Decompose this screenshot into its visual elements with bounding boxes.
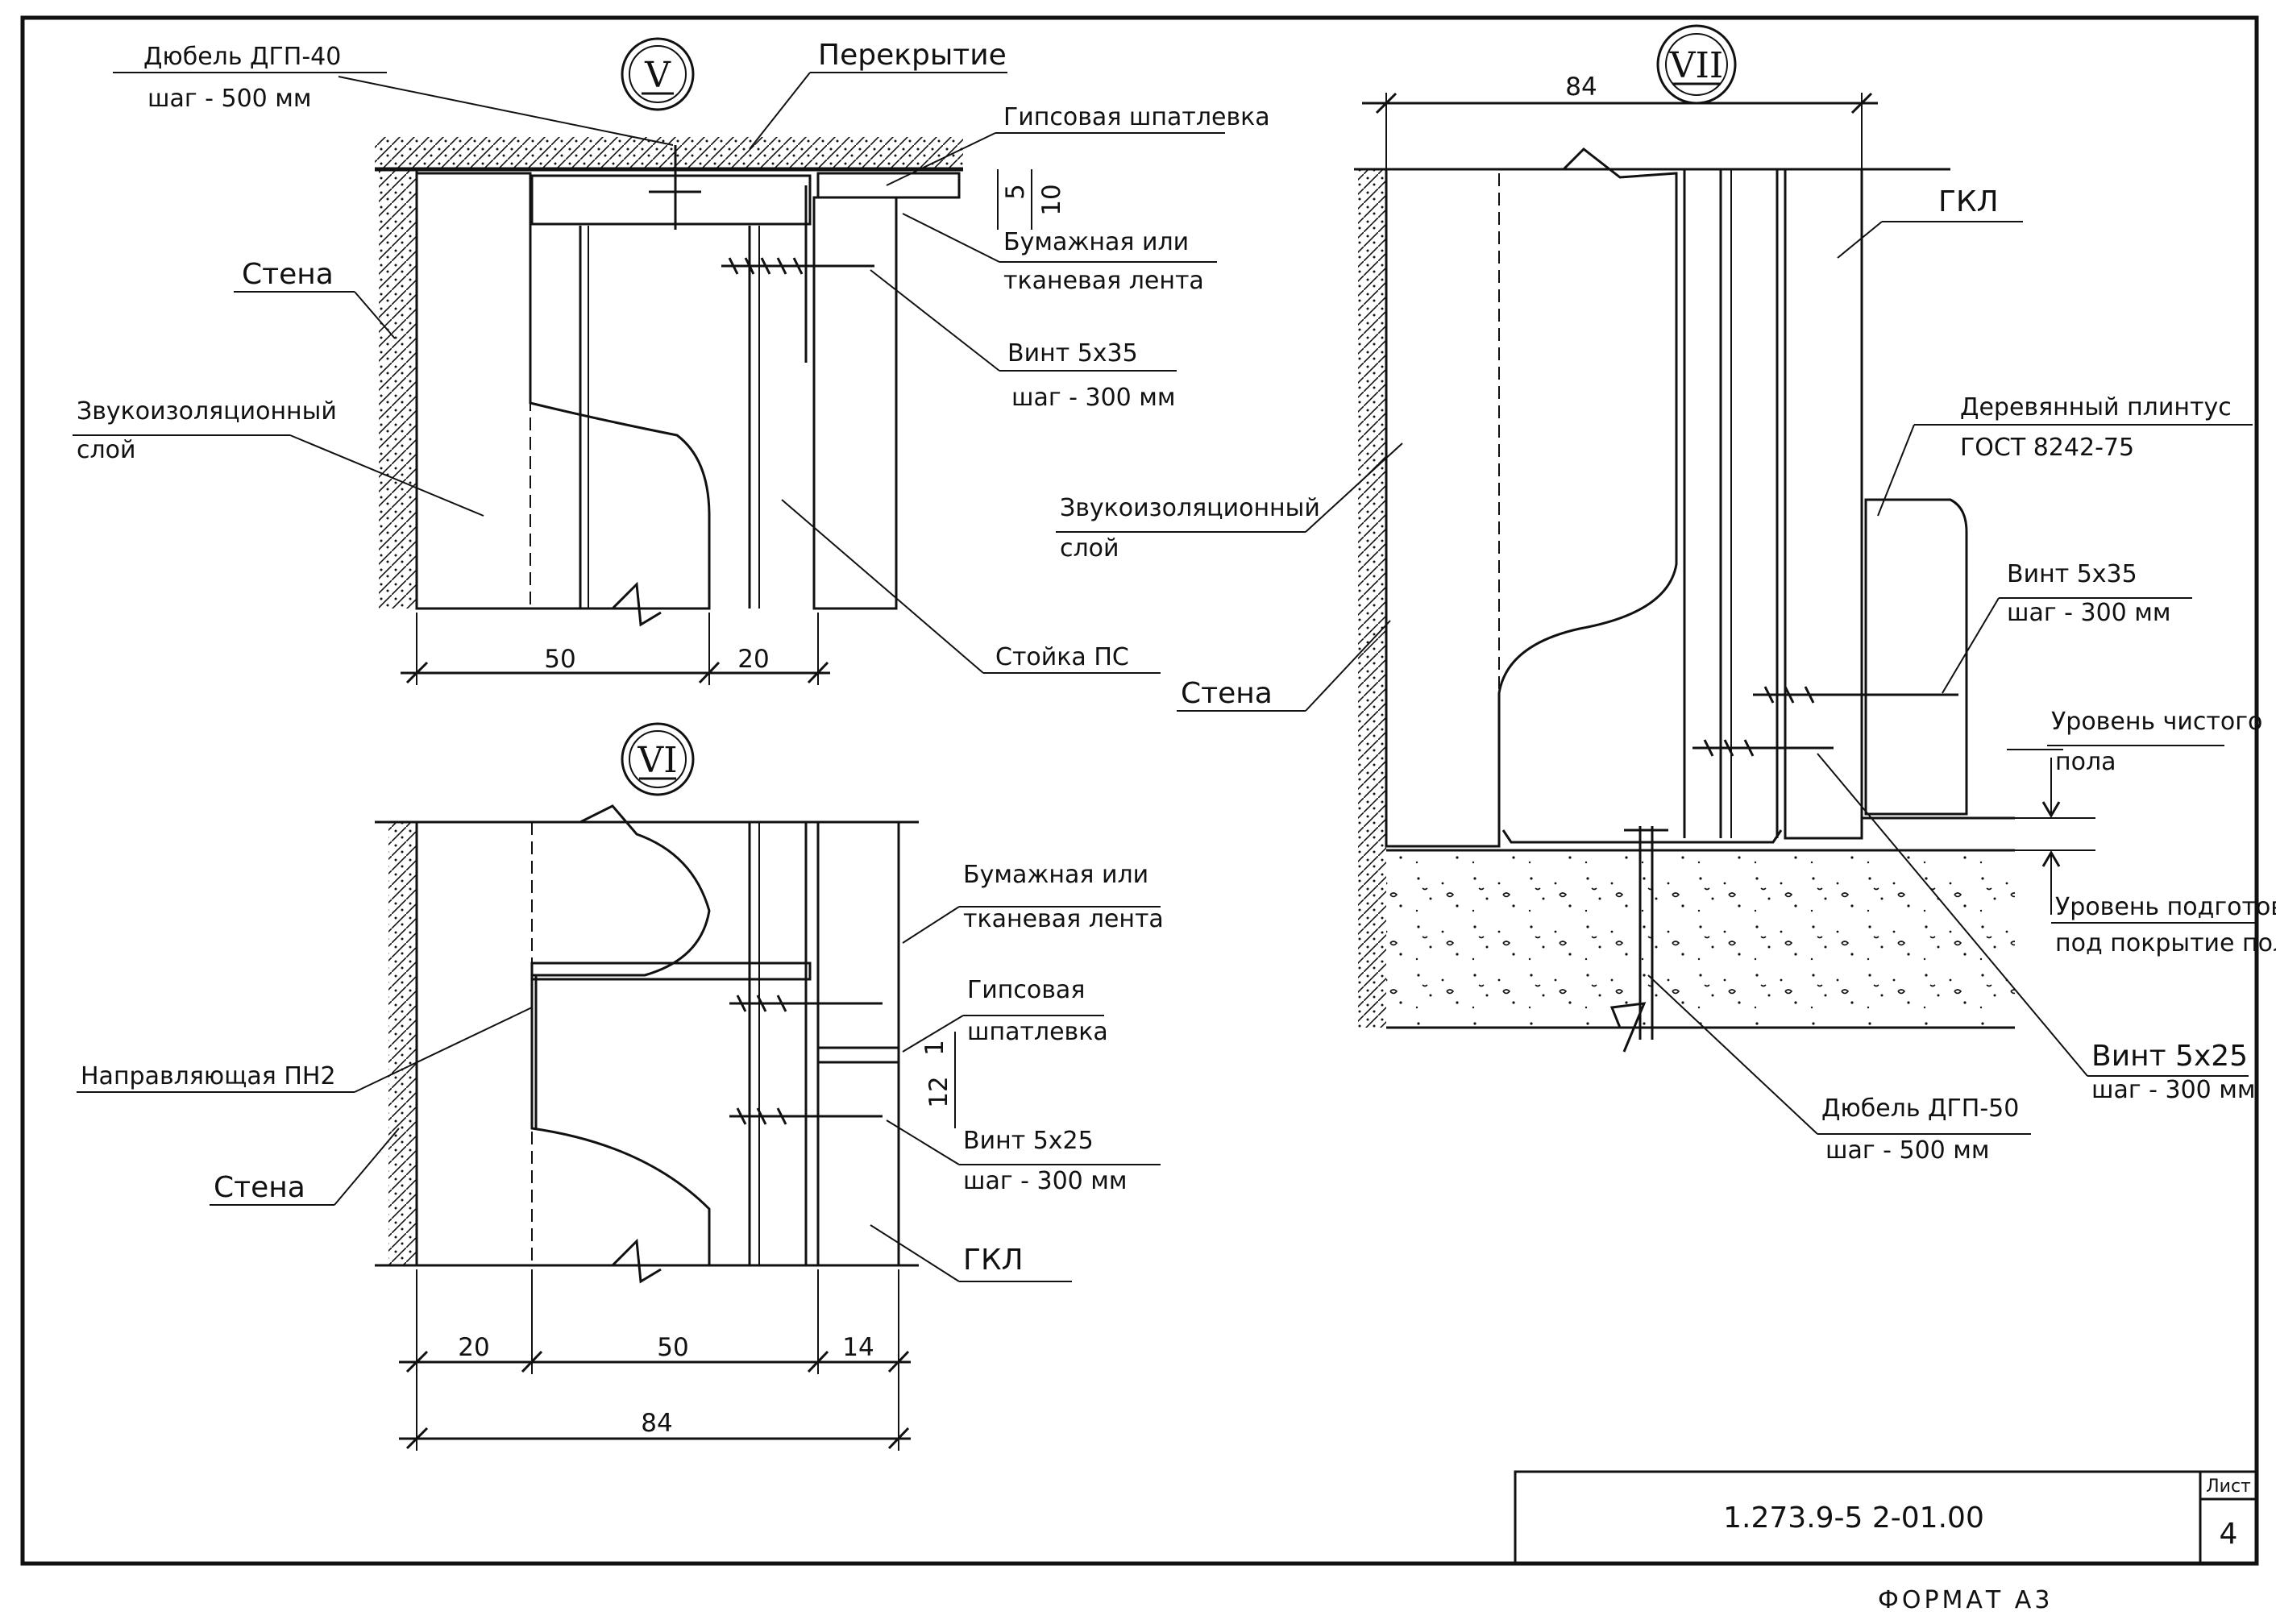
node-6-tape-label: Бумажная или [963, 861, 1148, 889]
node-7-guide [1501, 829, 1783, 844]
node-7-insulation-label-2: слой [1060, 534, 1119, 563]
node-5-dowel [649, 145, 701, 230]
node-6-dim-1: 1 [920, 1040, 949, 1056]
sheet-number: 4 [2220, 1518, 2238, 1551]
node-5-screw-label: Винт 5х35 [1007, 339, 1138, 368]
node-7-screw35-label: Винт 5х35 [2007, 560, 2137, 588]
node-5-slab-label: Перекрытие [818, 39, 1007, 72]
node-7-floor-slab [1386, 850, 2015, 1028]
node-6-wall-label: Стена [214, 1171, 305, 1204]
node-7-wall-label: Стена [1181, 677, 1273, 710]
node-5-screw-step: шаг - 300 мм [1011, 384, 1176, 412]
node-7-plinth-label: Деревянный плинтус [1960, 393, 2232, 422]
node-7-prep-level-label-2: под покрытие пола [2055, 929, 2276, 957]
node-5-gkl [812, 196, 898, 610]
node-5-tape-label-2: тканевая лента [1003, 267, 1204, 295]
node-5-dim-10: 10 [1037, 184, 1066, 215]
node-6-screw-lower [729, 1107, 883, 1125]
node-5-marker: V [644, 55, 671, 96]
node-5-insulation-label: Звукоизоляционный [77, 397, 337, 426]
node-5-insulation-label-2: слой [77, 436, 136, 464]
node-5-stud [530, 174, 812, 226]
drawing-code: 1.273.9-5 2-01.00 [1723, 1501, 1984, 1535]
node-5-marker-circle [621, 37, 695, 111]
node-5-dim-5: 5 [1001, 184, 1030, 200]
node-6-marker-circle [621, 722, 695, 796]
node-5-dim-50: 50 [544, 645, 575, 674]
node-7-wall [1358, 169, 1386, 1028]
node-7-screw25-label: Винт 5х25 [2091, 1040, 2248, 1073]
node-6-marker: VI [637, 740, 677, 781]
node-6-putty-label-2: шпатлевка [967, 1018, 1108, 1046]
node-7-detail: VII 84 [1056, 24, 2276, 1165]
node-6-detail: VI 20 50 14 84 1 12 [77, 722, 1164, 1451]
sheet-border [20, 15, 2259, 1566]
node-7-plinth-gost: ГОСТ 8242-75 [1960, 434, 2134, 462]
node-7-screw-25 [1692, 739, 1834, 757]
node-7-screw-35 [1753, 686, 1958, 704]
node-5-wall-label: Стена [242, 258, 334, 291]
node-5-detail: V 50 20 5 10 [73, 37, 1270, 685]
node-7-insulation [1385, 147, 1678, 848]
node-5-dim-20: 20 [737, 645, 769, 674]
node-5-slab [375, 137, 963, 169]
node-6-screw-label: Винт 5х25 [963, 1127, 1094, 1155]
node-7-insulation-label: Звукоизоляционный [1060, 494, 1320, 522]
format-label: ФОРМАТ А3 [1878, 1586, 2053, 1614]
node-5-stud-label: Стойка ПС [995, 643, 1129, 671]
node-7-screw35-step: шаг - 300 мм [2007, 599, 2171, 627]
node-6-gkl [816, 820, 900, 1267]
node-7-clean-floor-label-2: пола [2055, 748, 2116, 776]
node-5-dowel-label: Дюбель ДГП-40 [143, 43, 341, 71]
node-6-putty-label: Гипсовая [967, 976, 1085, 1004]
node-7-gkl [1784, 168, 1863, 840]
node-5-screw [721, 257, 874, 275]
sheet-label: Лист [2206, 1477, 2251, 1497]
node-7-dowel-step: шаг - 500 мм [1825, 1136, 1990, 1165]
node-6-insulation [415, 804, 711, 1267]
node-5-dowel-step: шаг - 500 мм [147, 85, 312, 113]
node-5-wall [379, 169, 417, 608]
node-6-dim-20: 20 [458, 1333, 489, 1362]
node-6-dim-14: 14 [842, 1333, 874, 1362]
node-6-guide-label: Направляющая ПН2 [81, 1062, 336, 1090]
node-7-clean-floor-label: Уровень чистого [2051, 708, 2262, 736]
node-6-dim-50: 50 [657, 1333, 688, 1362]
node-6-guide [530, 962, 812, 981]
node-6-screw-upper [729, 995, 883, 1012]
node-7-marker: VII [1669, 45, 1724, 86]
node-6-dim-84: 84 [641, 1409, 672, 1438]
node-6-screw-step: шаг - 300 мм [963, 1167, 1128, 1195]
node-5-tape-label: Бумажная или [1003, 228, 1189, 256]
node-5-putty-label: Гипсовая шпатлевка [1003, 103, 1270, 131]
node-7-plinth [1864, 498, 1968, 816]
node-7-gkl-label: ГКЛ [1938, 185, 1999, 218]
node-7-screw25-step: шаг - 300 мм [2091, 1076, 2256, 1104]
node-7-dim-84: 84 [1565, 73, 1597, 102]
node-6-tape-label-2: тканевая лента [963, 905, 1164, 933]
title-block: 1.273.9-5 2-01.00 Лист 4 [1514, 1470, 2258, 1565]
node-5-insulation [415, 172, 711, 610]
node-7-dowel-label: Дюбель ДГП-50 [1821, 1094, 2019, 1123]
node-6-gkl-label: ГКЛ [963, 1244, 1024, 1277]
node-6-dim-12: 12 [924, 1076, 953, 1107]
node-6-wall [388, 822, 417, 1265]
node-7-prep-level-label: Уровень подготовки [2055, 893, 2276, 921]
